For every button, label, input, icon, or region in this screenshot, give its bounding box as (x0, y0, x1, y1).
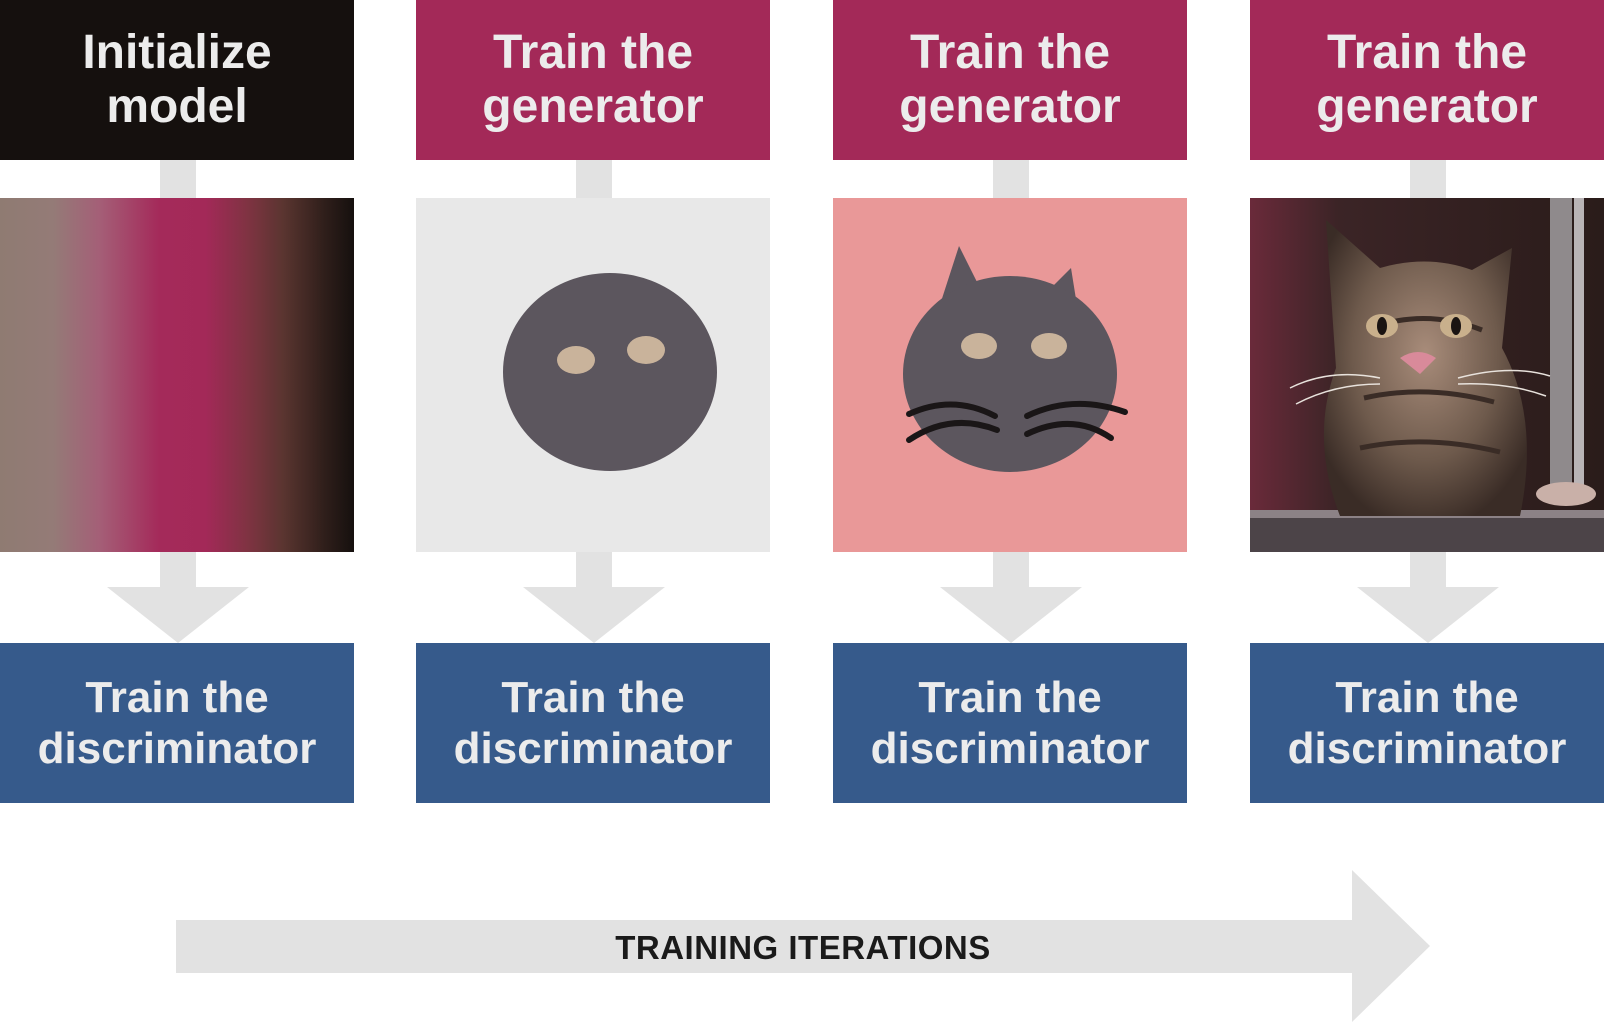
stage-3: Train the generator Train the discrimina… (833, 0, 1187, 803)
connector-arrow-stem (993, 552, 1029, 587)
down-arrow-icon (940, 587, 1082, 643)
discriminator-box: Train the discriminator (0, 643, 354, 803)
discriminator-box: Train the discriminator (1250, 643, 1604, 803)
stage-4-top-label: Train the generator (1316, 26, 1538, 133)
generator-box: Train the generator (833, 0, 1187, 160)
connector-top (160, 160, 196, 198)
noise-image (0, 198, 354, 552)
connector-top (1410, 160, 1446, 198)
connector-arrow-stem (160, 552, 196, 587)
generator-box: Train the generator (1250, 0, 1604, 160)
stage-1-bottom-label: Train the discriminator (37, 673, 317, 773)
stage-2: Train the generator Train the discrimina… (416, 0, 770, 803)
blob-image (416, 198, 770, 552)
down-arrow-icon (1357, 587, 1499, 643)
blob-face-icon (503, 273, 717, 471)
stage-1-top-label: Initialize model (82, 26, 272, 133)
connector-arrow-stem (576, 552, 612, 587)
connector-top (993, 160, 1029, 198)
generator-box: Train the generator (416, 0, 770, 160)
stage-4-bottom-label: Train the discriminator (1287, 673, 1567, 773)
stage-2-top-label: Train the generator (482, 26, 704, 133)
stage-4: Train the generator (1250, 0, 1604, 803)
stage-2-bottom-label: Train the discriminator (453, 673, 733, 773)
discriminator-box: Train the discriminator (416, 643, 770, 803)
stage-3-top-label: Train the generator (899, 26, 1121, 133)
realistic-cat-photo (1250, 198, 1604, 552)
connector-arrow-stem (1410, 552, 1446, 587)
connector-top (576, 160, 612, 198)
training-iterations-arrow-icon (176, 870, 1430, 1022)
stage-3-bottom-label: Train the discriminator (870, 673, 1150, 773)
cat-photo-icon (1250, 198, 1604, 552)
discriminator-box: Train the discriminator (833, 643, 1187, 803)
stage-1: Initialize model Train the discriminator (0, 0, 354, 803)
cartoon-cat-icon (903, 246, 1128, 472)
down-arrow-icon (523, 587, 665, 643)
cartoon-cat-image (833, 198, 1187, 552)
training-iterations-label: TRAINING ITERATIONS (615, 929, 991, 966)
initialize-model-box: Initialize model (0, 0, 354, 160)
down-arrow-icon (107, 587, 249, 643)
